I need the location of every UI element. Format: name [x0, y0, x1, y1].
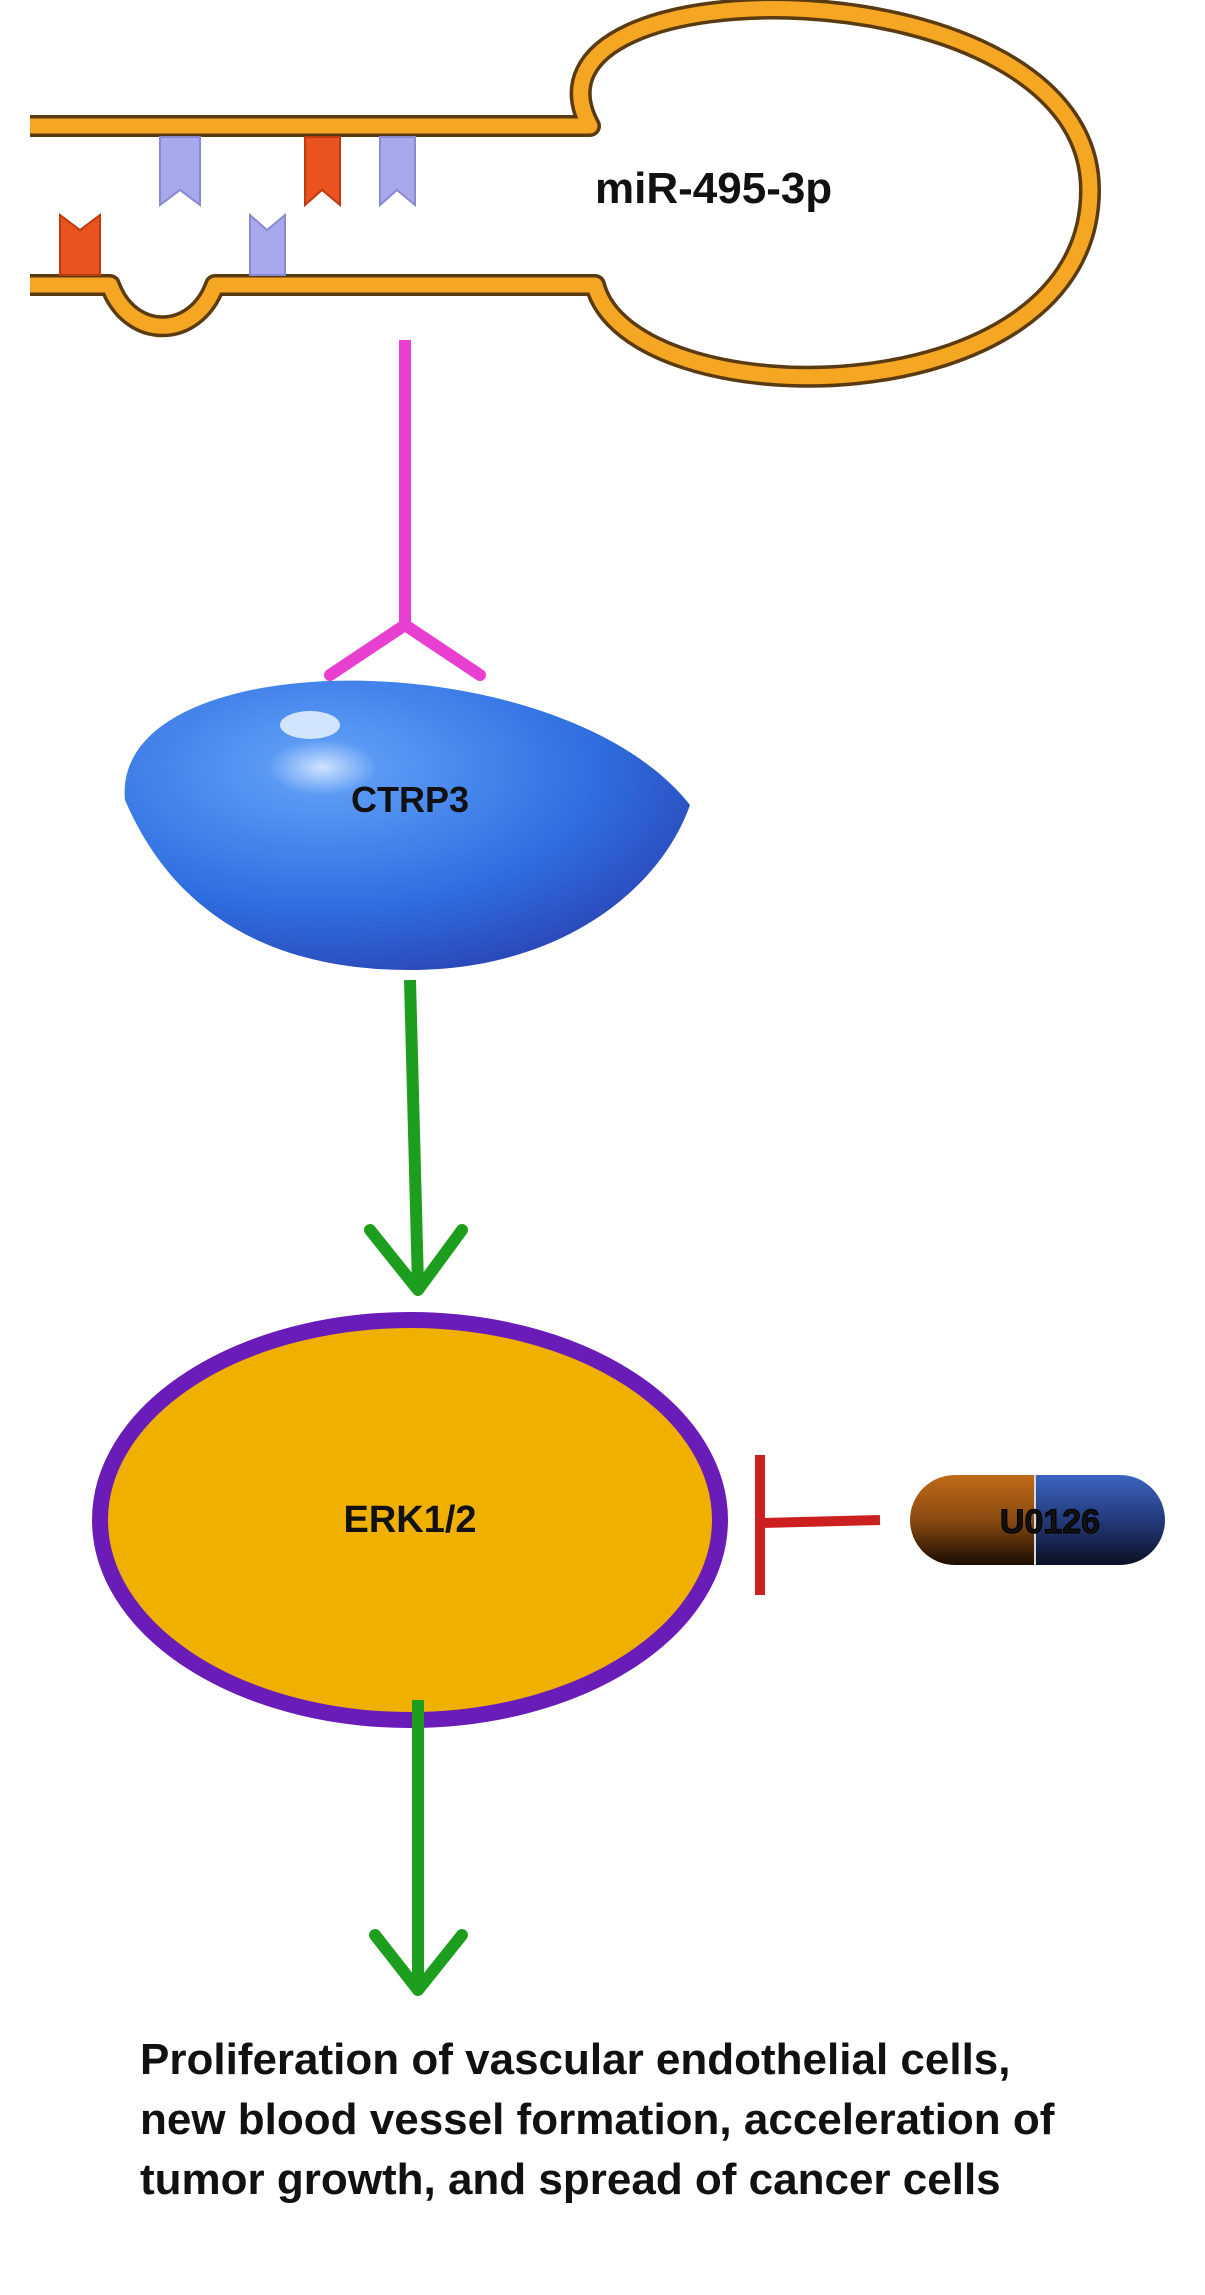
- activation-head-1: [364, 1224, 468, 1296]
- activation-head-2: [369, 1929, 468, 1996]
- base-lavender-3: [249, 212, 286, 276]
- capsule-right-half: [1035, 1475, 1165, 1565]
- inhibition-stem: [759, 1515, 881, 1528]
- hairpin-strand: [30, 1, 1098, 385]
- outcome-line-2: new blood vessel formation, acceleration…: [140, 2095, 1055, 2144]
- activation-arrow-2: [369, 1700, 468, 1996]
- outcome-line-1: Proliferation of vascular endothelial ce…: [140, 2035, 1011, 2084]
- erk-node: ERK1/2: [92, 1312, 728, 1728]
- protein-icon: CTRP3: [124, 680, 691, 970]
- outcome-line-3: tumor growth, and spread of cancer cells: [140, 2155, 1001, 2204]
- ctrp3-label: CTRP3: [351, 779, 469, 820]
- capsule-left-half: [910, 1475, 1035, 1565]
- rna-hairpin-icon: miR-495-3p: [30, 0, 1101, 388]
- base-red-1: [304, 136, 341, 208]
- base-lavender-1: [159, 136, 201, 207]
- mirna-label: miR-495-3p: [595, 164, 832, 213]
- base-red-2: [59, 213, 101, 276]
- base-lavender-2: [379, 136, 416, 208]
- erk-label: ERK1/2: [343, 1499, 476, 1541]
- inhibition-connector: [755, 1455, 881, 1595]
- suppression-connector: [324, 340, 486, 681]
- ctrp3-node: [124, 680, 691, 970]
- outcome-text: Proliferation of vascular endothelial ce…: [140, 2030, 1160, 2210]
- suppression-fork: [324, 619, 486, 681]
- activation-arrow-1: [364, 979, 468, 1296]
- ctrp3-highlight: [280, 711, 340, 739]
- erk-ellipse: [92, 1312, 728, 1728]
- inhibitor-label: U0126: [1000, 1503, 1100, 1541]
- capsule-drug-icon: U0126: [910, 1475, 1165, 1565]
- activation-stem-1: [404, 979, 424, 1286]
